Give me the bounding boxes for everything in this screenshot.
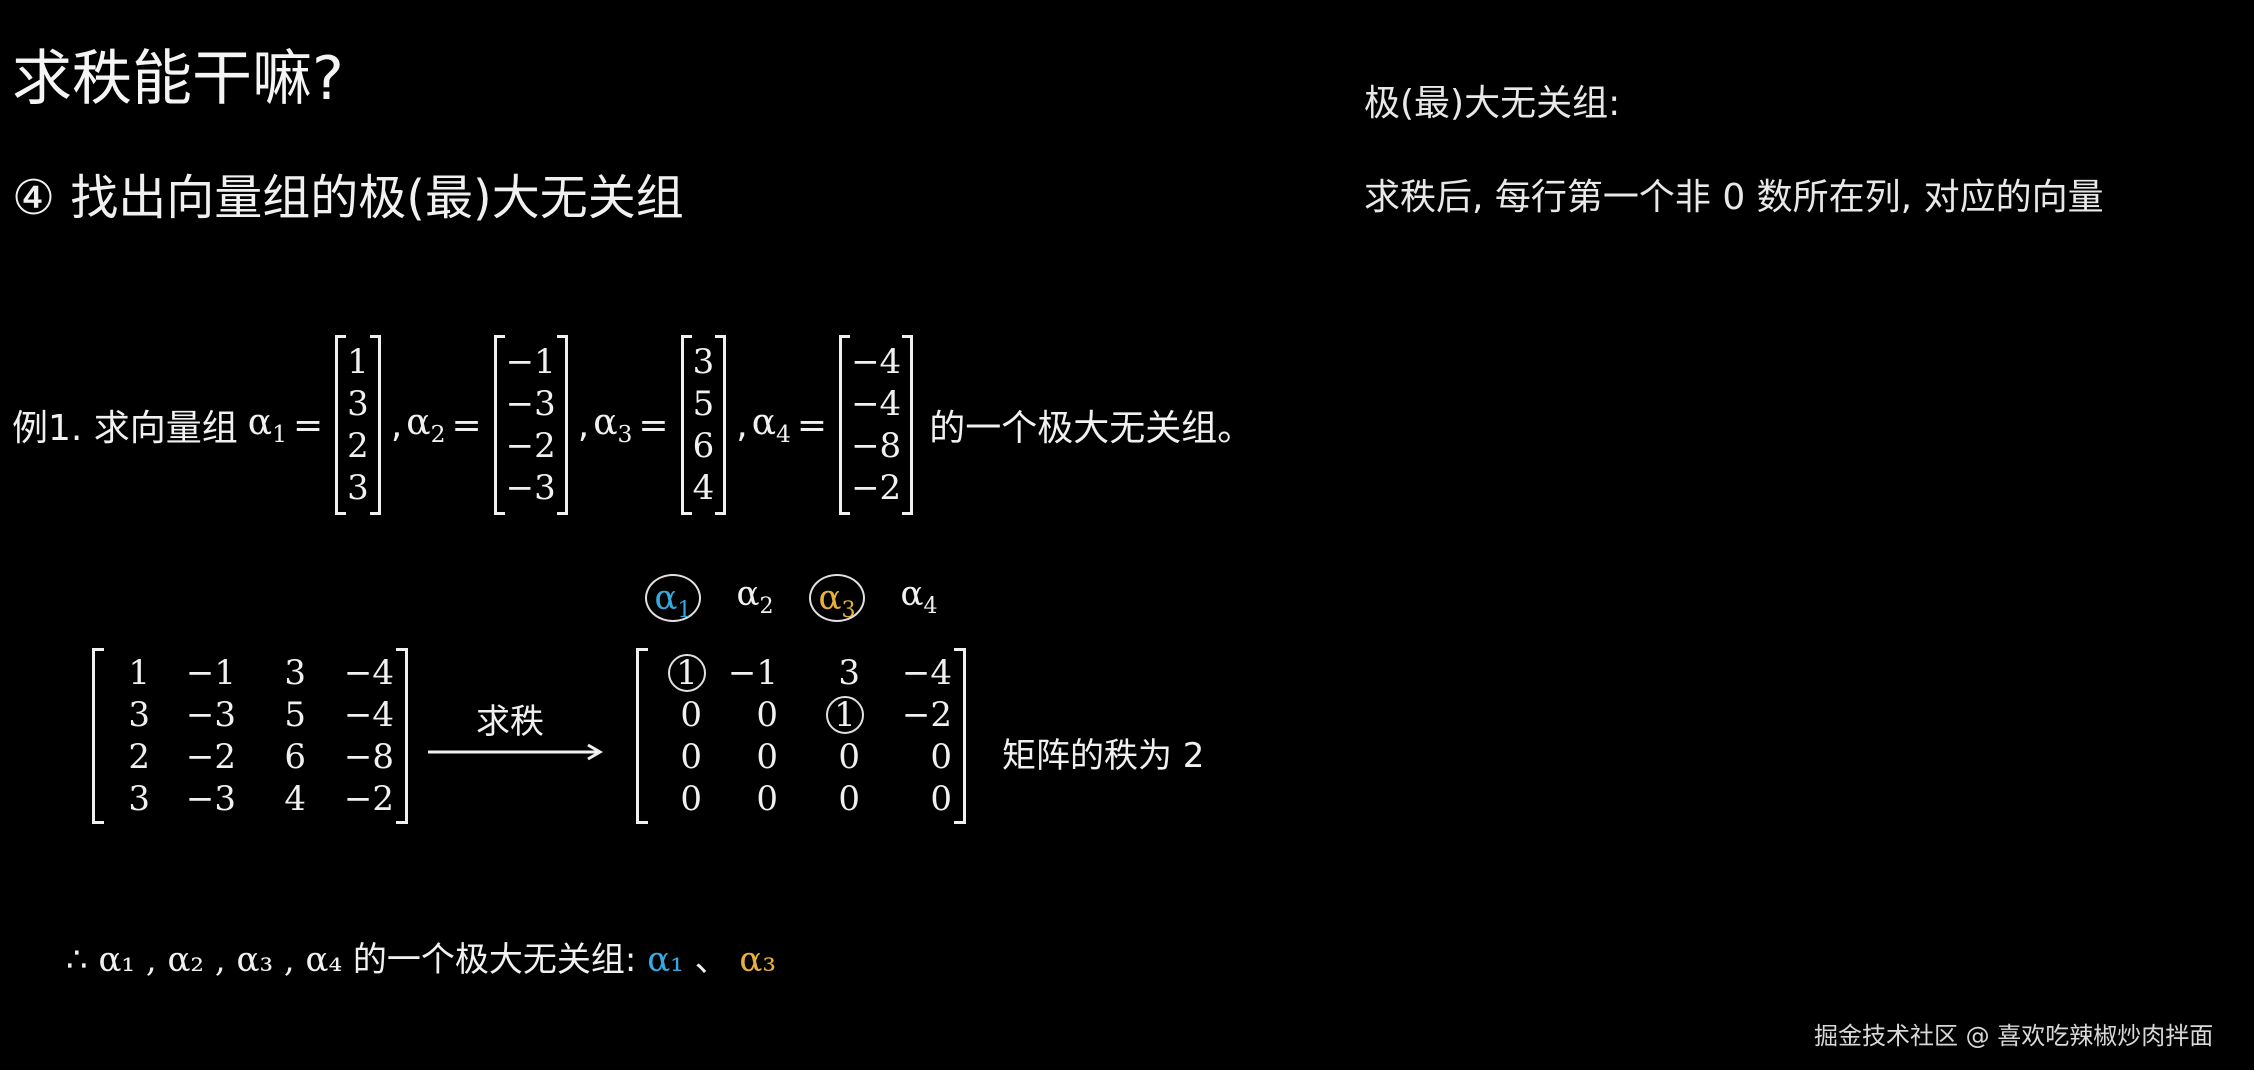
vector-label: α4 [751,401,791,449]
conclusion: ∴ α₁ , α₂ , α₃ , α₄ 的一个极大无关组: α₁ 、 α₃ [66,932,776,981]
matrix-cell: 5 [284,695,306,735]
vector-entry: 3 [347,468,369,508]
vector-entry: −3 [505,468,556,508]
example-prefix: 例1. 求向量组 [12,408,238,449]
right-arrow-icon [428,743,603,761]
example-suffix: 的一个极大无关组。 [929,408,1254,449]
matrix-cell: 3 [128,695,150,735]
matrix-cell: 0 [680,695,702,735]
vector-label: α3 [593,401,633,449]
matrix-cell: 1 [650,652,706,694]
matrix-cell: −2 [343,779,394,819]
matrix-cell: −3 [185,695,236,735]
matrix-cell: 3 [284,653,306,693]
matrix-cell: 0 [838,779,860,819]
side-note-text: 求秩后, 每行第一个非 0 数所在列, 对应的向量 [1364,177,2104,218]
vector-entry: 2 [347,426,369,466]
therefore-symbol: ∴ [66,940,88,980]
matrix-cell: 0 [756,737,778,777]
matrix-cell: 0 [930,737,952,777]
matrix-cell: 1 [128,653,150,693]
matrix-cell: 0 [756,695,778,735]
vector-entry: 1 [347,342,369,382]
matrix-cell: −4 [343,695,394,735]
column-header-alpha-1: α1 [632,574,714,623]
section-subtitle: ④ 找出向量组的极(最)大无关组 [12,170,684,226]
side-note-heading: 极(最)大无关组: [1364,83,1621,124]
watermark: 掘金技术社区 @ 喜欢吃辣椒炒肉拌面 [1814,1022,2214,1050]
matrix-cell: 0 [930,779,952,819]
column-header-alpha-2: α2 [736,574,774,619]
vector-def-2: ,α2 = −1−3−2−3 [387,335,574,515]
matrix-cell: 2 [128,737,150,777]
matrix-cell: −2 [901,695,952,735]
matrix-cell: 3 [128,779,150,819]
matrix-cell: −4 [343,653,394,693]
vector-label: α2 [406,401,446,449]
column-header-alpha-4: α4 [900,574,938,619]
vector-entry: −8 [851,426,902,466]
vector-entry: −3 [505,384,556,424]
vector-entry: 5 [692,384,715,424]
arrow-label: 求秩 [476,702,544,742]
vector-entry: −2 [505,426,556,466]
column-header-alpha-3: α3 [796,574,878,623]
matrix-cell: 6 [284,737,306,777]
column-vector: −4−4−8−2 [839,335,914,515]
vector-def-4: ,α4 = −4−4−8−2 [732,335,919,515]
original-matrix: 1 −1 3 −4 3 −3 5 −4 2 −2 6 −8 3 −3 4 −2 [92,648,408,824]
conclusion-middle: 的一个极大无关组: [352,940,637,980]
column-vector: −1−3−2−3 [493,335,568,515]
page-title: 求秩能干嘛? [12,44,344,114]
matrix-cell: −3 [185,779,236,819]
vector-entry: −4 [851,384,902,424]
vector-label: α1 [247,401,287,449]
matrix-cell: −8 [343,737,394,777]
answer-alpha3: α₃ [739,940,776,980]
matrix-cell: −1 [727,653,778,693]
matrix-cell: 1 [778,694,864,736]
vector-entry: −1 [505,342,556,382]
matrix-cell: 0 [680,779,702,819]
matrix-cell: −4 [901,653,952,693]
vector-entry: 4 [692,468,715,508]
pivot-circle: 1 [668,654,706,692]
rank-result: 矩阵的秩为 2 [1002,736,1205,776]
matrix-cell: −1 [185,653,236,693]
pivot-circle: 1 [826,696,864,734]
vector-entry: 3 [692,342,715,382]
column-headers: α1 α2 α3 α4 [632,574,960,623]
vector-entry: 3 [347,384,369,424]
matrix-cell: 0 [756,779,778,819]
answer-separator: 、 [694,940,729,980]
matrix-cell: 0 [838,737,860,777]
matrix-cell: 4 [284,779,306,819]
matrix-cell: 3 [838,653,860,693]
matrix-cell: −2 [185,737,236,777]
vector-entry: −2 [851,468,902,508]
vector-entry: 6 [692,426,715,466]
answer-alpha1: α₁ [647,940,684,980]
matrix-cell: 0 [680,737,702,777]
vector-entry: −4 [851,342,902,382]
conclusion-vectors: α₁ , α₂ , α₃ , α₄ [98,940,343,980]
